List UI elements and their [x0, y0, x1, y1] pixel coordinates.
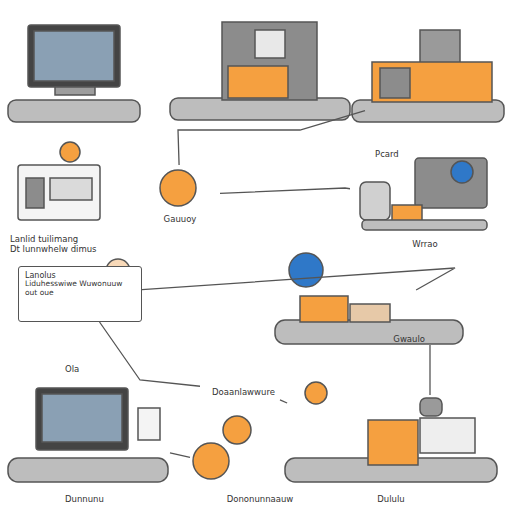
node-caption: Liduhesswiwe Wuwonuuw out oue [25, 280, 135, 297]
node-caption: Dululu [377, 495, 404, 505]
box-heading: Lanolus [25, 271, 56, 280]
node-caption: Dononunnaauw [227, 495, 294, 505]
device-node: Pcard [365, 20, 505, 160]
connector-line [178, 111, 365, 165]
device-node: OlaDunnunu [5, 365, 170, 505]
node-caption: Wrrao [412, 240, 437, 250]
connector-line [220, 188, 350, 193]
connector-line [100, 322, 200, 386]
connector-line [430, 345, 431, 395]
node-caption: Doaanlawwure [212, 388, 275, 398]
connector-line [280, 400, 287, 403]
node-caption: Ola [65, 365, 79, 375]
connector-line [142, 268, 455, 290]
node-caption: Dunnunu [65, 495, 104, 505]
device-node: Dululu [280, 395, 502, 505]
text-box: LanolusLiduhesswiwe Wuwonuuw out oue [18, 266, 142, 322]
node-caption: Dt lunnwhelw dimus [10, 245, 97, 255]
node-caption: Gwaulo [393, 335, 425, 345]
node-caption: Gauuoy [164, 215, 197, 225]
node-caption: Lanlid tuilimang [10, 235, 78, 245]
device-node: Gwaulo [270, 290, 465, 345]
device-node: Gauuoy [140, 165, 220, 225]
device-node: Lanlid tuilimangDt lunnwhelw dimus [10, 160, 130, 255]
device-node: Wrrao [350, 150, 500, 250]
device-node: Doaanlawwure [200, 383, 330, 403]
node-caption: Pcard [375, 150, 399, 160]
device-node: Dononunnaauw [190, 440, 330, 505]
connector-line [170, 453, 190, 457]
